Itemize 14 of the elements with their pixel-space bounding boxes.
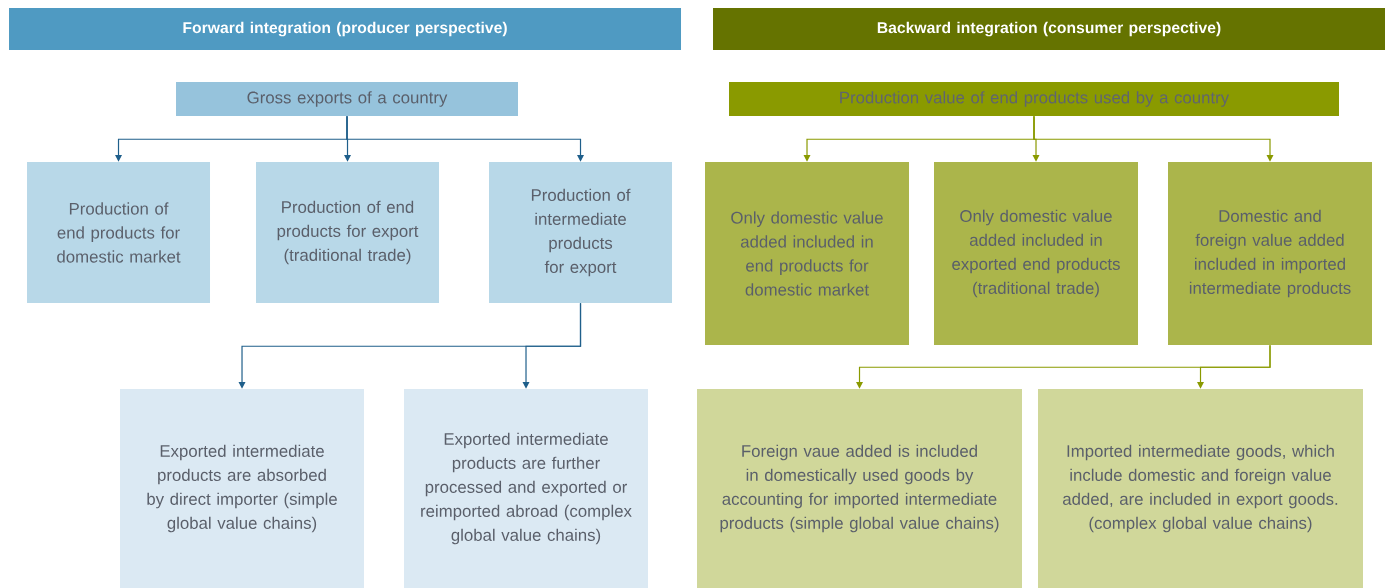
category-box: Production of end products for domestic market [27, 162, 210, 303]
header-band: Forward integration (producer perspective) [9, 8, 681, 50]
header-band: Backward integration (consumer perspective) [713, 8, 1385, 50]
category-box: Only domestic value added included in exported end products (traditional trade) [934, 162, 1138, 345]
root-box: Gross exports of a country [176, 82, 518, 116]
category-box: Production of intermediate products for export [489, 162, 672, 303]
chain-box: Imported intermediate goods, which include domestic and foreign value added, are included in export goods. (complex global value chains) [1038, 389, 1363, 588]
chain-box: Exported intermediate products are further processed and exported or reimported abroad (complex global value chains) [404, 389, 648, 588]
root-box: Production value of end products used by a country [729, 82, 1339, 116]
category-box: Domestic and foreign value added included in imported intermediate products [1168, 162, 1372, 345]
chain-box: Exported intermediate products are absorbed by direct importer (simple global value chains) [120, 389, 364, 588]
category-box: Production of end products for export (traditional trade) [256, 162, 439, 303]
category-box: Only domestic value added included in end products for domestic market [705, 162, 909, 345]
chain-box: Foreign vaue added is included in domestically used goods by accounting for imported intermediate products (simple global value chains) [697, 389, 1022, 588]
